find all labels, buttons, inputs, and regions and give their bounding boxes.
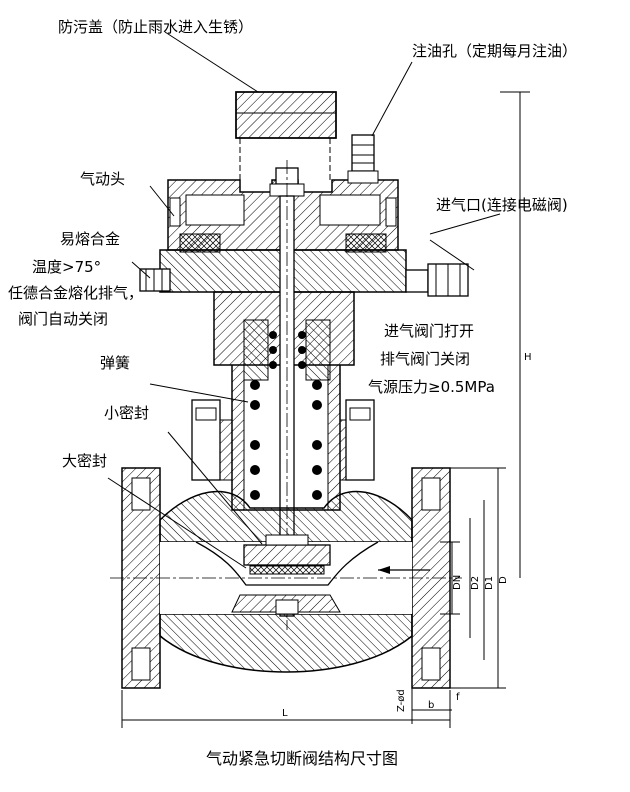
label-fusible-desc: 任德合金熔化排气， (8, 284, 143, 302)
dim-label-h: H (524, 352, 532, 363)
label-status-pressure: 气源压力≥0.5MPa (368, 378, 495, 396)
oil-hole-fitting (347, 134, 379, 184)
bonnet-bolts (191, 399, 375, 481)
label-status-inlet: 进气阀门打开 (384, 322, 474, 340)
spring-housing (231, 319, 341, 511)
diagram-caption: 气动紧急切断阀结构尺寸图 (206, 749, 398, 768)
dim-label-b: b (428, 700, 434, 711)
label-dust-cap: 防污盖（防止雨水进入生锈） (58, 18, 253, 36)
dust-cap (235, 91, 337, 180)
label-small-seal: 小密封 (104, 404, 149, 422)
fusible-alloy-plug (139, 268, 171, 292)
dimension-lines (121, 91, 530, 728)
dim-label-d2: D2 (470, 576, 481, 590)
label-fusible-alloy: 易熔合金 (60, 230, 120, 248)
label-fusible-temp: 温度>75° (32, 258, 101, 276)
label-actuator-head: 气动头 (80, 170, 125, 188)
air-inlet-fitting (405, 263, 469, 297)
leader-lines (107, 31, 501, 569)
spring (250, 331, 322, 500)
label-oil-hole: 注油孔（定期每月注油） (412, 42, 577, 60)
dim-label-l: L (282, 708, 288, 719)
dim-label-f: f (456, 692, 460, 703)
dim-label-dn: DN (452, 575, 463, 590)
dim-label-d1: D1 (484, 576, 495, 590)
label-fusible-close: 阀门自动关闭 (18, 310, 108, 328)
valve-body (110, 467, 462, 689)
label-large-seal: 大密封 (62, 452, 107, 470)
dim-label-d: D (498, 576, 509, 584)
label-spring: 弹簧 (100, 354, 130, 372)
dim-label-bolt-holes: Z-ød (396, 689, 407, 712)
label-status-exhaust: 排气阀门关闭 (380, 350, 470, 368)
flow-arrow-icon (378, 566, 430, 574)
label-air-inlet: 进气口(连接电磁阀) (436, 196, 568, 214)
